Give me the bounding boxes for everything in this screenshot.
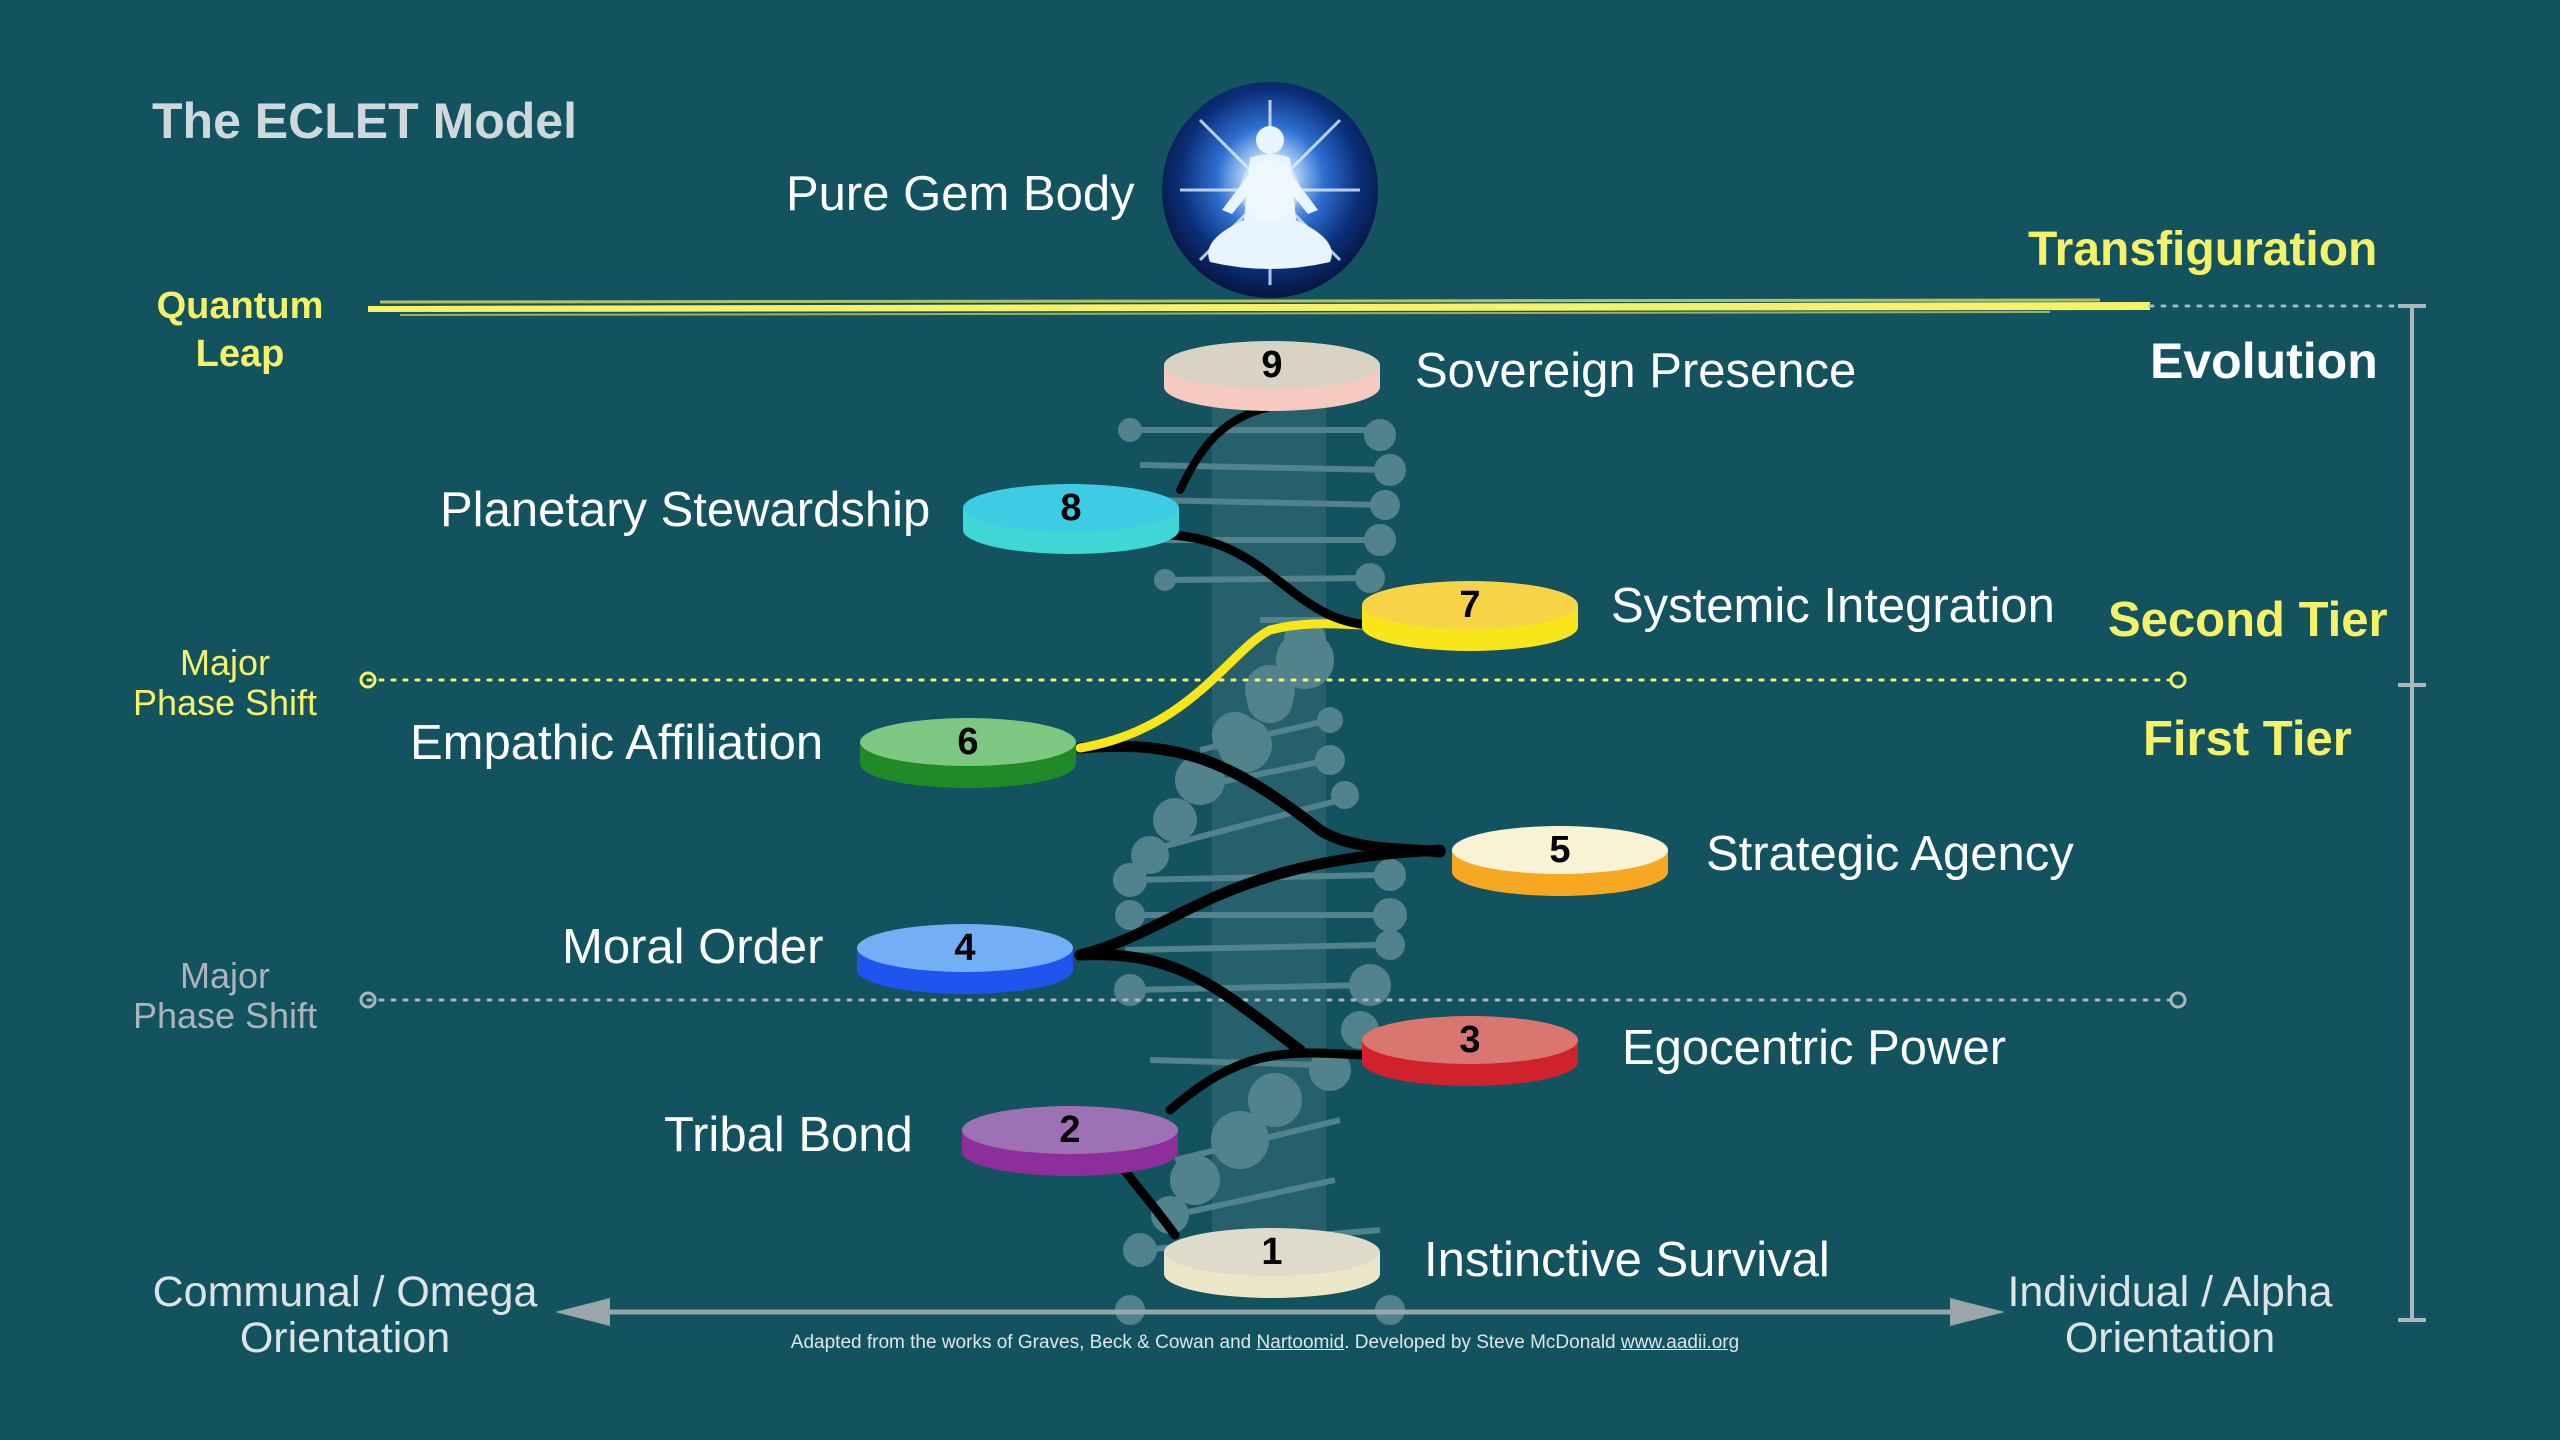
orientation-left-line1: Communal / Omega bbox=[152, 1268, 538, 1316]
level-number-2: 2 bbox=[1059, 1109, 1080, 1151]
level-number-1: 1 bbox=[1261, 1231, 1282, 1273]
label-level-9: Sovereign Presence bbox=[1415, 344, 1857, 398]
footer-text-2: . Developed by Steve McDonald bbox=[1344, 1332, 1621, 1353]
level-connectors bbox=[1074, 401, 1446, 1240]
quantum-leap-label: Quantum Leap bbox=[140, 282, 340, 378]
phase-shift-upper-line2: Phase Shift bbox=[132, 682, 318, 723]
orientation-left-line2: Orientation bbox=[239, 1314, 451, 1362]
phase-shift-lower-label: Major Phase Shift bbox=[120, 956, 330, 1036]
level-disc-6: 6 bbox=[860, 718, 1076, 788]
label-level-6: Empathic Affiliation bbox=[410, 716, 824, 770]
level-number-3: 3 bbox=[1459, 1019, 1480, 1061]
level-number-8: 8 bbox=[1060, 487, 1081, 529]
footer-text-1: Adapted from the works of Graves, Beck &… bbox=[790, 1332, 1257, 1353]
level-number-7: 7 bbox=[1459, 584, 1480, 626]
quantum-leap-line bbox=[368, 298, 2422, 316]
label-level-5: Strategic Agency bbox=[1706, 827, 2074, 881]
quantum-leap-line2: Leap bbox=[195, 333, 285, 375]
level-disc-1: 1 bbox=[1164, 1228, 1380, 1298]
label-pure-gem-body: Pure Gem Body bbox=[786, 167, 1135, 221]
label-level-4: Moral Order bbox=[562, 920, 824, 974]
phase-shift-upper-label: Major Phase Shift bbox=[120, 643, 330, 723]
level-number-9: 9 bbox=[1261, 344, 1282, 386]
level-disc-2: 2 bbox=[962, 1106, 1178, 1176]
tier-transfiguration: Transfiguration bbox=[2028, 223, 2378, 276]
orientation-right-label: Individual / Alpha Orientation bbox=[1990, 1269, 2350, 1361]
footer-link[interactable]: www.aadii.org bbox=[1620, 1332, 1740, 1353]
footer-credit: Adapted from the works of Graves, Beck &… bbox=[0, 1332, 2530, 1354]
pure-gem-body-orb bbox=[1162, 82, 1378, 298]
level-number-5: 5 bbox=[1549, 829, 1570, 871]
orientation-arrow bbox=[555, 1298, 2005, 1326]
phase-shift-line-lower bbox=[359, 991, 2187, 1009]
level-disc-7: 7 bbox=[1362, 581, 1578, 651]
tier-second: Second Tier bbox=[2108, 593, 2388, 647]
orientation-right-line1: Individual / Alpha bbox=[2007, 1268, 2333, 1316]
label-level-2: Tribal Bond bbox=[664, 1108, 913, 1162]
footer-nartoomid: Nartoomid bbox=[1256, 1332, 1345, 1353]
phase-shift-upper-line1: Major bbox=[179, 642, 271, 683]
orientation-left-label: Communal / Omega Orientation bbox=[140, 1269, 550, 1361]
quantum-leap-line1: Quantum bbox=[156, 285, 324, 327]
tier-first: First Tier bbox=[2143, 712, 2352, 766]
tier-evolution: Evolution bbox=[2150, 333, 2378, 389]
level-disc-5: 5 bbox=[1452, 826, 1668, 896]
phase-shift-lower-line1: Major bbox=[179, 955, 271, 996]
level-disc-3: 3 bbox=[1362, 1016, 1578, 1086]
level-disc-9: 9 bbox=[1164, 341, 1380, 411]
level-disc-4: 4 bbox=[857, 924, 1073, 994]
label-level-7: Systemic Integration bbox=[1611, 579, 2055, 633]
label-level-3: Egocentric Power bbox=[1622, 1021, 2007, 1075]
level-disc-8: 8 bbox=[963, 484, 1179, 554]
level-number-4: 4 bbox=[954, 927, 975, 969]
evolution-bracket bbox=[2398, 304, 2426, 1322]
phase-shift-line-upper bbox=[359, 671, 2187, 689]
phase-shift-lower-line2: Phase Shift bbox=[132, 995, 318, 1036]
label-level-1: Instinctive Survival bbox=[1424, 1233, 1830, 1287]
orientation-right-line2: Orientation bbox=[2064, 1314, 2276, 1362]
diagram-title: The ECLET Model bbox=[152, 93, 577, 149]
level-number-6: 6 bbox=[957, 721, 978, 763]
label-level-8: Planetary Stewardship bbox=[440, 483, 931, 537]
